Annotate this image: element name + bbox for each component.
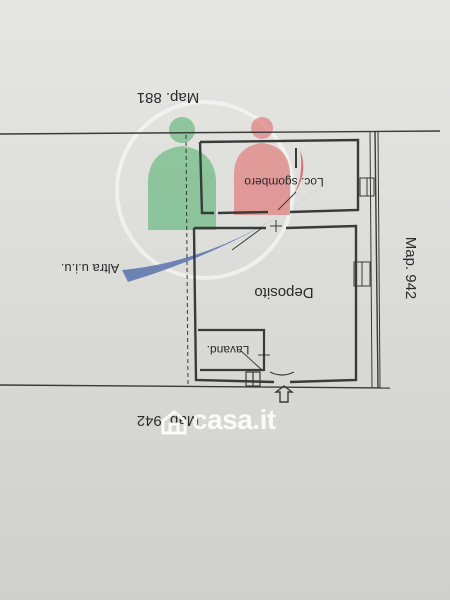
casa-it-watermark: casa.it [160, 404, 310, 444]
room-lavand-label: Lavand. [207, 343, 250, 357]
red-person-icon [234, 117, 290, 215]
room-deposito-label: Deposito [254, 284, 313, 301]
boundary-wall-right [369, 131, 381, 389]
room-loc-label: Loc. sgombero [244, 175, 324, 189]
room-loc-sgombero [198, 138, 360, 232]
watermark-text: casa.it [192, 404, 276, 435]
boundary-lines [0, 130, 441, 389]
green-person-icon [148, 117, 216, 230]
room-lavand [198, 328, 270, 372]
map-right-label: Map. 942 [402, 237, 419, 300]
logo-watermark [115, 100, 330, 282]
altra-uiu-label: Altra u.i.u. [61, 261, 120, 276]
house-icon [161, 410, 187, 435]
map-top-label: Map. 881 [137, 89, 200, 106]
entrance-arrow-icon [245, 371, 295, 403]
room-deposito [192, 177, 375, 384]
